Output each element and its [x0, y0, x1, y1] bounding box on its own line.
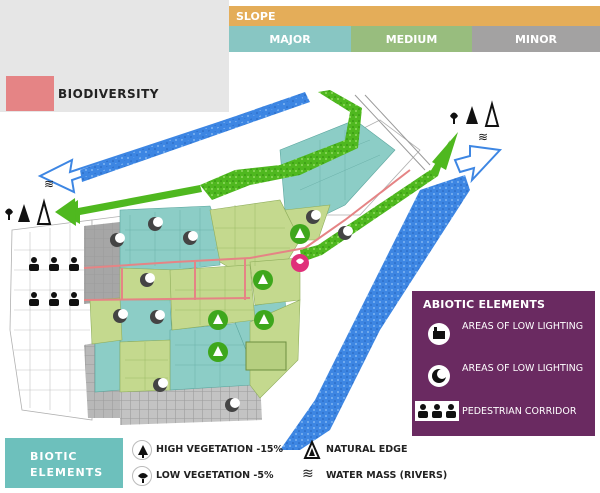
slope-major: MAJOR	[229, 26, 351, 52]
abiotic-title: ABIOTIC ELEMENTS	[423, 298, 546, 311]
green-corridor-arrow	[60, 185, 202, 224]
abiotic-label: AREAS OF LOW LIGHTING	[462, 321, 584, 332]
abiotic-label: AREAS OF LOW LIGHTING	[462, 363, 584, 374]
biotic-label: WATER MASS (RIVERS)	[326, 470, 448, 481]
natural-edge-icon	[302, 439, 322, 460]
biotic-label: NATURAL EDGE	[326, 444, 408, 455]
river-arrow-left	[37, 94, 304, 194]
tree-icon	[132, 440, 152, 460]
factory-icon	[428, 323, 450, 345]
abiotic-legend: ABIOTIC ELEMENTS AREAS OF LOW LIGHTING A…	[412, 291, 595, 436]
low-lighting-markers	[110, 210, 353, 412]
biotic-legend: BIOTIC ELEMENTS	[5, 438, 123, 488]
symbols-right: ≋	[450, 100, 500, 144]
medium-slope-grid	[125, 203, 290, 390]
slope-minor: MINOR	[472, 26, 600, 52]
flower-icon	[132, 466, 152, 486]
svg-text:≋: ≋	[44, 177, 54, 191]
outer-block-lines	[14, 224, 90, 412]
biotic-label: HIGH VEGETATION -15%	[156, 444, 284, 455]
slope-medium: MEDIUM	[351, 26, 472, 52]
green-corridor-top	[200, 90, 362, 200]
slope-title: SLOPE	[229, 6, 600, 26]
pedestrian-symbols	[29, 257, 79, 306]
abiotic-item: AREAS OF LOW LIGHTING	[412, 363, 595, 391]
green-corridor-right	[300, 170, 438, 262]
pedestrians-icon	[415, 401, 459, 421]
pedestrian-corridor	[83, 169, 411, 301]
urban-map: ≋ ≋	[5, 90, 503, 450]
green-arrowhead-right	[432, 132, 458, 170]
river-main	[280, 175, 470, 450]
biotic-title: BIOTIC ELEMENTS	[30, 450, 104, 479]
biotic-label: LOW VEGETATION -5%	[156, 470, 274, 481]
moon-icon	[428, 365, 450, 387]
svg-text:≋: ≋	[478, 130, 488, 144]
river-arrow-right	[453, 144, 503, 184]
abiotic-item: AREAS OF LOW LIGHTING	[412, 321, 595, 349]
symbols-left: ≋	[5, 177, 54, 225]
road	[354, 94, 431, 171]
biodiversity-marker	[291, 254, 309, 272]
abiotic-label: PEDESTRIAN CORRIDOR	[462, 406, 577, 417]
high-vegetation-markers	[208, 224, 310, 362]
square-park	[245, 341, 287, 371]
green-arrowhead-left	[55, 198, 76, 226]
water-wave-icon: ≋	[302, 466, 314, 482]
abiotic-item: PEDESTRIAN CORRIDOR	[412, 401, 595, 425]
biodiversity-label: BIODIVERSITY	[58, 87, 159, 101]
biodiversity-swatch	[6, 76, 54, 111]
